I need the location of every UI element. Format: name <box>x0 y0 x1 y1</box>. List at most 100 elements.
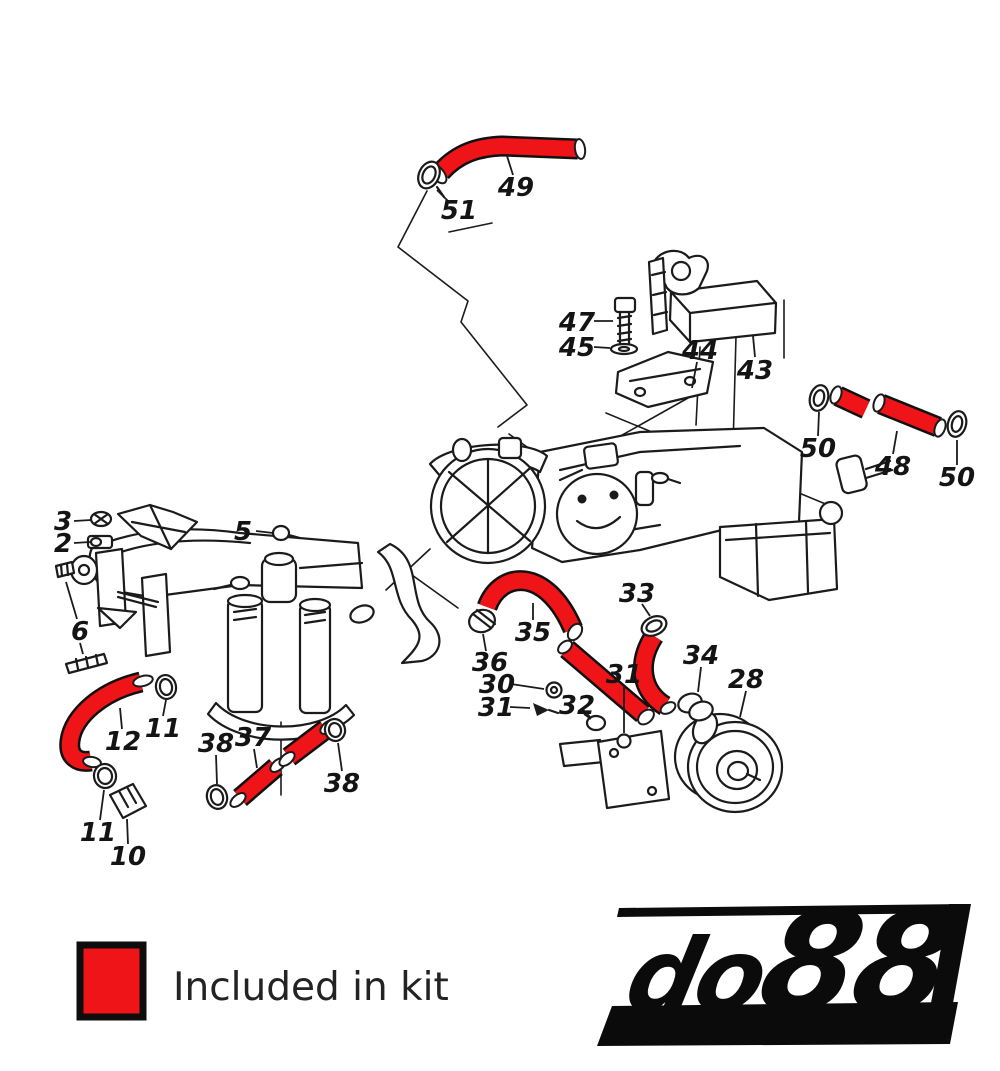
leader-line-36 <box>482 633 487 652</box>
end-box <box>718 517 839 602</box>
part-label-51: 51 <box>441 196 477 226</box>
thermo-bracket <box>647 256 669 336</box>
left-bracket-gusset <box>130 503 187 551</box>
part-label-11: 11 <box>145 714 181 744</box>
part-label-31: 31 <box>606 660 642 690</box>
line-art <box>54 190 894 820</box>
leader-line-49 <box>506 155 514 176</box>
legend-swatch <box>76 941 147 1021</box>
left-plate <box>140 572 172 658</box>
leader-line-11 <box>162 699 167 717</box>
canister-bolt <box>229 575 251 591</box>
part-label-10: 10 <box>110 842 146 872</box>
hose-end-cap <box>566 622 584 642</box>
right-cylinder <box>835 454 868 495</box>
logo-bottom-bar <box>597 1002 958 1046</box>
hose-end-cap <box>229 792 247 808</box>
part-label-45: 45 <box>558 333 595 363</box>
legend-label: Included in kit <box>173 965 449 1010</box>
kit-hoses <box>59 135 947 808</box>
hose-end-cap <box>278 751 296 767</box>
device-28-stub <box>745 772 762 782</box>
leader-line-5 <box>255 530 274 534</box>
bolt-5 <box>271 524 291 542</box>
clamp-11a-inner <box>158 677 174 697</box>
dome-detail <box>558 468 622 530</box>
clamp-36-ribs <box>471 608 497 630</box>
stud-6-ribs <box>74 653 100 671</box>
part-label-50: 50 <box>939 463 975 493</box>
leader-line-3 <box>73 519 92 522</box>
hose-49 <box>435 137 579 178</box>
bracket-28-hole-2 <box>646 785 658 797</box>
hose-end-cap <box>872 393 886 413</box>
dome-housing <box>555 472 639 556</box>
hose-end-cap <box>82 755 102 769</box>
leader-line-34 <box>697 666 702 693</box>
bolt-3-cross <box>92 512 110 526</box>
leader-line-51 <box>436 189 449 202</box>
bracket-44-fold <box>628 367 702 383</box>
part-label-11: 11 <box>80 818 116 848</box>
leader-line-45 <box>593 346 611 349</box>
thermo-port <box>670 260 692 282</box>
bracket-44-hole-1 <box>633 386 647 398</box>
dome-port-2 <box>609 490 619 500</box>
s-duct-clamp <box>349 604 375 624</box>
runner-cap-1 <box>226 593 264 609</box>
clamp-11b-inner <box>96 766 114 786</box>
part-label-38: 38 <box>198 729 234 759</box>
fitting-34-b <box>688 700 714 722</box>
washer-45-hole <box>617 345 631 353</box>
grommet-hub <box>77 563 91 577</box>
hose-end-cap <box>637 708 655 726</box>
part-label-36: 36 <box>472 648 508 678</box>
hose-end-cap <box>659 701 677 715</box>
leader-line-2 <box>73 541 91 544</box>
logo-right-bar <box>929 904 971 1014</box>
leader-line-43 <box>752 335 756 358</box>
right-bolts <box>864 459 894 480</box>
left-funnel <box>96 606 138 630</box>
part-label-28: 28 <box>728 665 764 695</box>
runner-cap-2 <box>298 597 332 613</box>
clamp-2-screw <box>89 536 103 548</box>
part-label-44: 44 <box>681 336 718 366</box>
bolt-47-head <box>613 296 637 314</box>
part-label-34: 34 <box>683 641 719 671</box>
clamp-50a-inner <box>812 389 826 407</box>
hose-33 <box>635 631 670 713</box>
part-label-12: 12 <box>105 727 141 757</box>
hose-35 <box>479 572 649 721</box>
leader-line-48 <box>892 430 898 455</box>
part-label-38: 38 <box>324 769 360 799</box>
canister-cap <box>263 551 295 567</box>
leader-line-10 <box>126 818 129 845</box>
part-label-47: 47 <box>558 308 596 338</box>
leader-line-31 <box>509 706 531 709</box>
hose-37 <box>234 722 331 805</box>
mid-bolt-shaft <box>666 477 682 485</box>
throttle-knob <box>451 437 473 463</box>
device-28-hub <box>726 760 750 782</box>
leader-line-37 <box>253 748 258 769</box>
leader-line-6 <box>79 642 84 655</box>
housing-43-box <box>668 279 778 344</box>
throttle-spokes <box>445 457 532 555</box>
leader-line-12 <box>119 707 123 730</box>
bolt-31a <box>533 703 549 716</box>
hose-48 <box>834 388 941 435</box>
throttle-block <box>497 436 523 460</box>
dome-port-1 <box>577 494 587 504</box>
part-label-2: 2 <box>54 529 72 559</box>
reference-zigzag-lines <box>397 190 535 453</box>
leader-line-11 <box>99 789 105 821</box>
thermo-bracket-hatch <box>650 270 669 317</box>
leader-line-50 <box>817 411 820 437</box>
clamp-38b-inner <box>327 721 343 739</box>
leader-line-38 <box>215 754 218 785</box>
leader-line-28 <box>739 690 747 718</box>
hose-end-cap <box>829 385 843 405</box>
